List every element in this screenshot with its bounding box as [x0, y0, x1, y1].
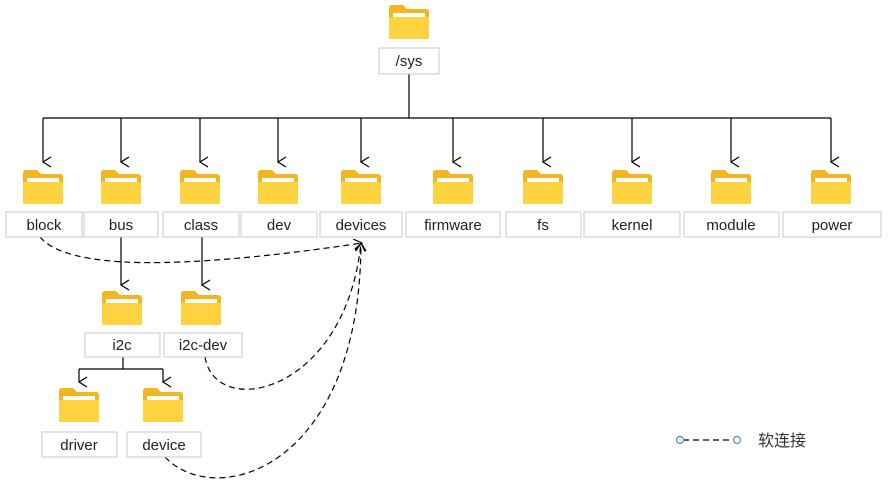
softlink-device-to-devices	[164, 241, 367, 479]
node-label-kernel: kernel	[612, 217, 653, 234]
folder-icon	[101, 170, 141, 204]
node-label-i2c: i2c	[112, 337, 132, 354]
legend-label: 软连接	[758, 431, 806, 450]
node-kernel[interactable]: kernel	[583, 211, 681, 238]
node-label-power: power	[812, 217, 853, 234]
node-label-driver: driver	[60, 437, 98, 454]
node-class[interactable]: class	[162, 211, 240, 238]
folder-icon	[23, 170, 63, 204]
folder-icon	[389, 5, 429, 39]
tree-edges	[41, 74, 840, 388]
node-dev[interactable]: dev	[240, 211, 318, 238]
node-label-class: class	[184, 217, 218, 234]
folder-icon	[523, 170, 563, 204]
node-power[interactable]: power	[782, 211, 882, 238]
node-label-firmware: firmware	[424, 217, 482, 234]
node-label-bus: bus	[109, 217, 133, 234]
folder-icon	[711, 170, 751, 204]
folder-icon	[180, 170, 220, 204]
folder-icon	[59, 388, 99, 422]
folder-icon	[341, 170, 381, 204]
folder-icon	[258, 170, 298, 204]
node-devices[interactable]: devices	[319, 211, 403, 238]
node-label-module: module	[706, 217, 755, 234]
folder-icon	[811, 170, 851, 204]
node-device[interactable]: device	[126, 431, 202, 458]
node-driver[interactable]: driver	[41, 431, 118, 458]
soft-links	[39, 236, 367, 479]
node-label-fs: fs	[537, 217, 549, 234]
node-fs[interactable]: fs	[505, 211, 582, 238]
legend-dot-icon	[675, 435, 685, 445]
legend: 软连接	[675, 431, 806, 450]
folder-icon	[143, 388, 183, 422]
node-i2c-dev[interactable]: i2c-dev	[163, 332, 243, 358]
node-label-devices: devices	[336, 217, 387, 234]
folder-icon	[102, 291, 142, 325]
legend-dot-icon	[732, 435, 742, 445]
node-label-device: device	[142, 437, 185, 454]
softlink-block-to-devices	[39, 236, 364, 264]
folder-icon	[181, 291, 221, 325]
node-label-root: /sys	[396, 53, 423, 70]
node-i2c[interactable]: i2c	[84, 332, 161, 358]
node-label-i2c-dev: i2c-dev	[179, 337, 228, 354]
node-root[interactable]: /sys	[378, 47, 440, 75]
node-label-block: block	[26, 217, 62, 234]
folder-icon	[612, 170, 652, 204]
node-firmware[interactable]: firmware	[405, 211, 501, 238]
node-block[interactable]: block	[5, 211, 83, 238]
node-label-dev: dev	[267, 217, 292, 234]
node-bus[interactable]: bus	[83, 211, 159, 238]
folder-icon	[433, 170, 473, 204]
softlink-i2c-dev-to-devices	[204, 241, 366, 390]
node-module[interactable]: module	[683, 211, 780, 238]
